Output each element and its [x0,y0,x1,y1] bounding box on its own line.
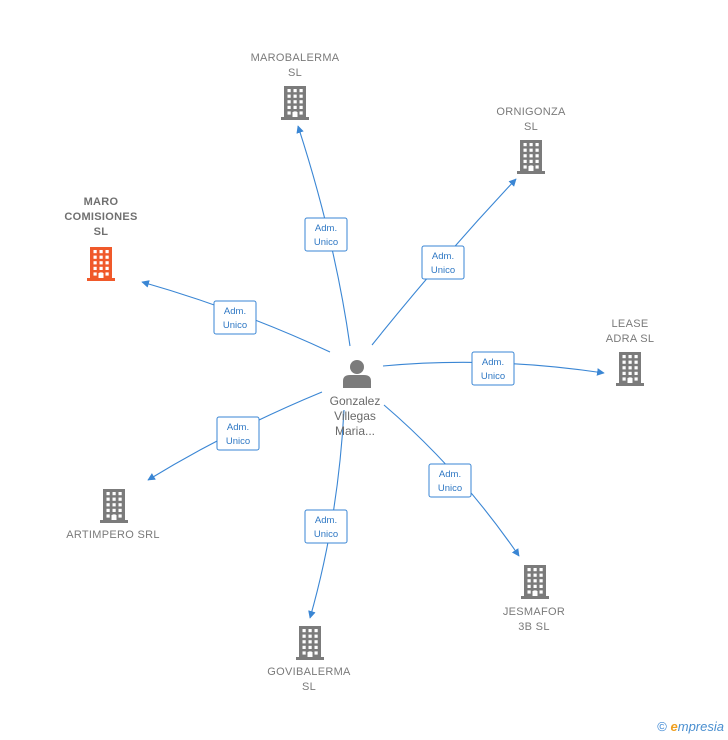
edge-lease-adra[interactable]: Adm. Unico [382,351,605,386]
edge-label-box[interactable]: Adm. Unico [213,300,257,335]
company-node-govibalerma[interactable]: GOVIBALERMA SL [267,626,351,693]
building-icon [87,247,115,281]
building-icon [281,86,309,120]
edge-label-box[interactable]: Adm. Unico [421,245,465,280]
edge-label-box[interactable]: Adm. Unico [304,217,348,252]
person-name-line: Villegas [334,409,376,423]
edge-maro-comisiones[interactable]: Adm. Unico [141,280,331,353]
company-node-artimpero[interactable]: ARTIMPERO SRL [66,489,160,541]
edge-ornigonza[interactable]: Adm. Unico [371,178,517,346]
edge-label-line: Adm. [315,223,337,234]
edge-label-line: Unico [223,320,247,331]
company-label-line: GOVIBALERMA [267,666,351,678]
edge-label-line: Adm. [224,306,246,317]
building-icon [517,140,545,174]
company-node-maro-comisiones[interactable]: MARO COMISIONES SL [64,196,137,281]
edge-label-box[interactable]: Adm. Unico [304,509,348,544]
edge-label-line: Unico [431,265,455,276]
company-label-line: LEASE [612,318,649,330]
company-label-line: ADRA SL [606,333,655,345]
edge-label-box[interactable]: Adm. Unico [216,416,260,451]
edges-layer: Adm.UnicoAdm.UnicoAdm.UnicoAdm.UnicoAdm.… [141,125,605,619]
footer-credit[interactable]: © empresia [657,719,724,734]
building-icon [296,626,324,660]
company-label-line: SL [94,226,109,238]
company-label-line: SL [288,67,302,79]
building-icon [100,489,128,523]
company-label-line: MAROBALERMA [251,52,340,64]
edge-label-line: Adm. [432,251,454,262]
edge-label-line: Unico [438,483,462,494]
edge-label-line: Unico [226,436,250,447]
edge-marobalerma[interactable]: Adm. Unico [296,125,351,347]
company-label-line: 3B SL [518,621,549,633]
building-icon [616,352,644,386]
edge-govibalerma[interactable]: Adm. Unico [304,409,348,619]
company-label-line: COMISIONES [64,211,137,223]
company-label-line: SL [524,121,538,133]
brand-logo: empresia [670,719,724,734]
edge-label-line: Unico [314,237,338,248]
person-icon [343,360,371,388]
edge-label-line: Adm. [439,469,461,480]
edge-artimpero[interactable]: Adm. Unico [147,391,323,481]
company-node-lease-adra[interactable]: LEASE ADRA SL [606,318,655,386]
edge-label-line: Adm. [482,357,504,368]
nodes-layer: MAROBALERMA SL ORNIGONZA SL MARO COMISIONES SL… [64,52,654,693]
edge-jesmafor[interactable]: Adm. Unico [383,404,520,557]
center-person-node[interactable]: GonzalezVillegasMaria... [330,360,381,438]
person-name-line: Maria... [335,424,375,438]
company-label-line: ORNIGONZA [496,106,566,118]
person-name-line: Gonzalez [330,394,381,408]
edge-label-box[interactable]: Adm. Unico [471,351,515,386]
company-node-ornigonza[interactable]: ORNIGONZA SL [496,106,566,174]
building-icon [521,565,549,599]
company-label-line: ARTIMPERO SRL [66,529,160,541]
edge-label-line: Adm. [315,515,337,526]
company-label-line: MARO [84,196,119,208]
edge-label-box[interactable]: Adm. Unico [428,463,472,498]
company-label-line: JESMAFOR [503,606,565,618]
company-node-jesmafor[interactable]: JESMAFOR 3B SL [503,565,565,633]
copyright-symbol: © [657,719,667,734]
edge-label-line: Unico [314,529,338,540]
edge-label-line: Unico [481,371,505,382]
company-label-line: SL [302,681,316,693]
company-node-marobalerma[interactable]: MAROBALERMA SL [251,52,340,120]
edge-label-line: Adm. [227,422,249,433]
